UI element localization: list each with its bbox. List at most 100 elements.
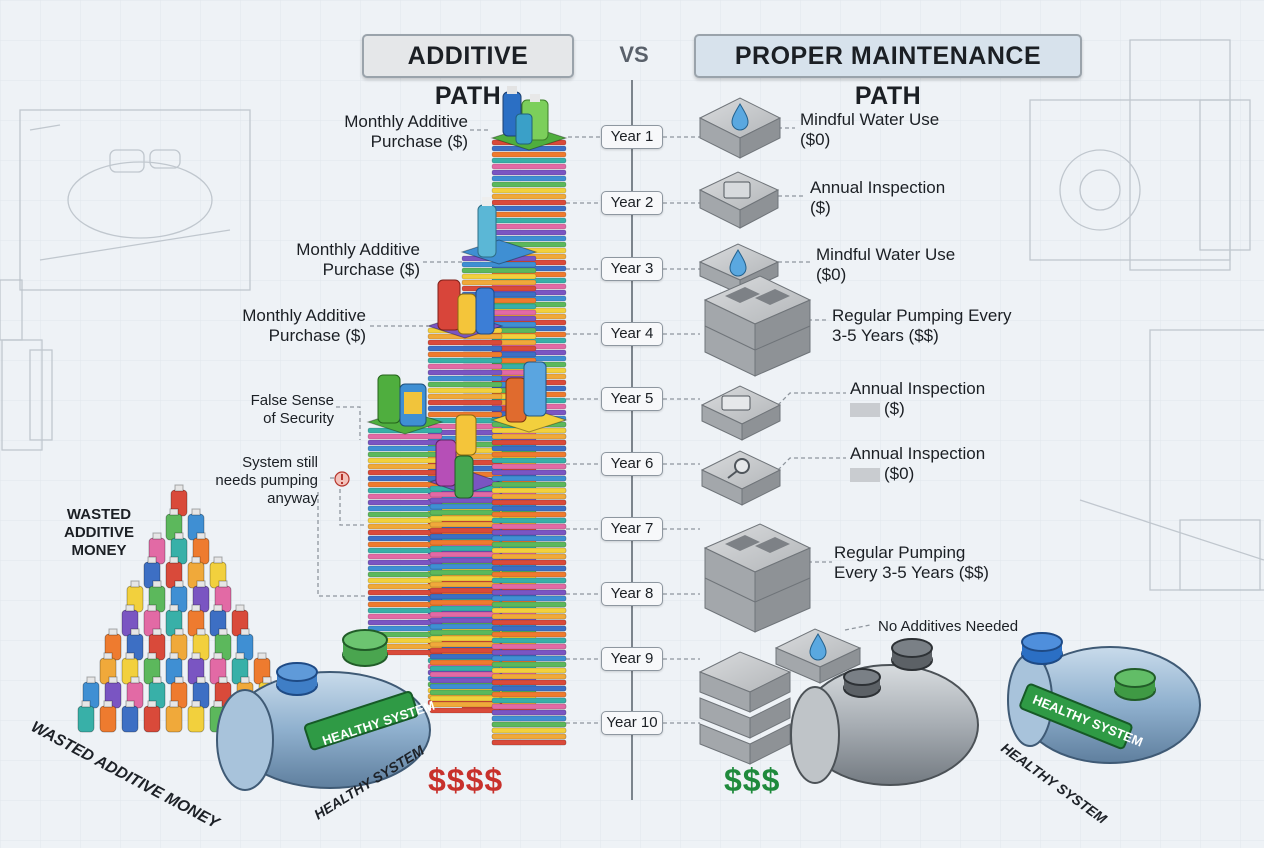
stack-layer xyxy=(491,565,567,572)
pile-bottle-cap xyxy=(218,628,228,636)
stack-layer xyxy=(491,205,567,212)
stack-layer xyxy=(367,469,443,476)
pile-bottle-cap xyxy=(147,700,157,708)
stack-layer xyxy=(491,667,567,674)
stack-layer xyxy=(427,381,503,388)
stack-layer xyxy=(429,707,501,714)
septic-tank-left xyxy=(216,629,431,791)
pile-bottle-cap xyxy=(213,700,223,708)
stack-layer xyxy=(491,547,567,554)
stack-layer xyxy=(491,631,567,638)
pile-bottle-cap xyxy=(196,628,206,636)
stack-layer xyxy=(491,553,567,560)
pile-bottle-cap xyxy=(86,676,96,684)
pile-bottle-cap xyxy=(81,700,91,708)
stack-layer xyxy=(427,375,503,382)
stack-layer xyxy=(427,345,503,352)
pile-bottle-cap xyxy=(191,700,201,708)
stack-layer xyxy=(461,285,537,292)
y5-annual-inspection-label: Annual Inspection ($) xyxy=(850,379,986,418)
stack-layer xyxy=(491,571,567,578)
stack-layer xyxy=(429,503,501,510)
stack-layer xyxy=(429,647,501,654)
stack-layer xyxy=(491,589,567,596)
pile-bottle-cap xyxy=(125,604,135,612)
pile-bottle-cap xyxy=(130,676,140,684)
stack-layer xyxy=(427,369,503,376)
stack-layer xyxy=(491,649,567,656)
stack-layer xyxy=(491,697,567,704)
year-marker-2: Year 2 xyxy=(601,191,663,215)
pile-bottle-cap xyxy=(235,652,245,660)
pile-bottle-cap xyxy=(174,580,184,588)
pile-bottle-cap xyxy=(218,580,228,588)
wasted-bottle-pile xyxy=(77,484,293,733)
stack-layer xyxy=(491,709,567,716)
pile-bottle-cap xyxy=(169,604,179,612)
concrete-stack-y9-y10 xyxy=(698,651,792,765)
pile-bottle-cap xyxy=(235,604,245,612)
vs-label: VS xyxy=(619,42,649,67)
maintenance-path-header: PROPER MAINTENANCE PATH xyxy=(694,34,1082,110)
stack-layer xyxy=(491,217,567,224)
pile-bottle-cap xyxy=(174,628,184,636)
pile-bottle-cap xyxy=(147,652,157,660)
stack-layer xyxy=(367,451,443,458)
pile-bottle-cap xyxy=(191,556,201,564)
septic-tank-right xyxy=(1007,632,1201,764)
stack-layer xyxy=(491,625,567,632)
stack-layer xyxy=(429,677,501,684)
pile-bottle xyxy=(77,705,95,733)
sketch-machine-topright xyxy=(1029,39,1251,271)
stack-layer xyxy=(491,643,567,650)
water-drop-icon xyxy=(731,103,749,131)
stack-layer xyxy=(491,181,567,188)
stack-layer xyxy=(491,613,567,620)
pile-bottle-cap xyxy=(152,532,162,540)
pile-bottle-cap xyxy=(213,604,223,612)
pile-bottle-cap xyxy=(169,556,179,564)
stack-layer xyxy=(429,695,501,702)
stack-layer xyxy=(367,445,443,452)
stack-layer xyxy=(491,595,567,602)
stack-layer xyxy=(491,451,567,458)
year-marker-1: Year 1 xyxy=(601,125,663,149)
bottles-top-short xyxy=(377,374,427,427)
clipboard-icon xyxy=(723,181,751,199)
stack-layer xyxy=(491,511,567,518)
pile-bottle-cap xyxy=(103,700,113,708)
pile-bottle-cap xyxy=(174,484,184,492)
stack-layer xyxy=(429,605,501,612)
pile-bottle-cap xyxy=(262,676,272,684)
stack-layer xyxy=(491,655,567,662)
stack-layer xyxy=(491,487,567,494)
stack-layer xyxy=(491,505,567,512)
pile-bottle-cap xyxy=(191,508,201,516)
stack-layer xyxy=(367,457,443,464)
pile-bottle-cap xyxy=(108,628,118,636)
pile-bottle-cap xyxy=(240,676,250,684)
stack-layer xyxy=(491,457,567,464)
y6-annual-inspection-label: Annual Inspection ($0) xyxy=(850,444,986,483)
alert-icon xyxy=(334,471,350,487)
stack-layer xyxy=(491,445,567,452)
year-marker-10: Year 10 xyxy=(601,711,663,735)
maintenance-cost-total: $$$ xyxy=(724,762,781,798)
additive-stack-front xyxy=(428,407,568,746)
stack-layer xyxy=(429,527,501,534)
stack-layer xyxy=(461,279,537,286)
sketch-tank-topleft xyxy=(19,109,251,291)
stack-layer xyxy=(491,211,567,218)
cinder-block-y7 xyxy=(703,523,812,633)
year-marker-3: Year 3 xyxy=(601,257,663,281)
stack-layer xyxy=(429,641,501,648)
stack-layer xyxy=(491,223,567,230)
pile-bottle-cap xyxy=(125,700,135,708)
stack-layer xyxy=(427,405,503,412)
cinder-block-y4 xyxy=(703,275,812,377)
stack-layer xyxy=(491,529,567,536)
stack-layer xyxy=(461,267,537,274)
pile-bottle-cap xyxy=(191,604,201,612)
stack-layer xyxy=(491,577,567,584)
